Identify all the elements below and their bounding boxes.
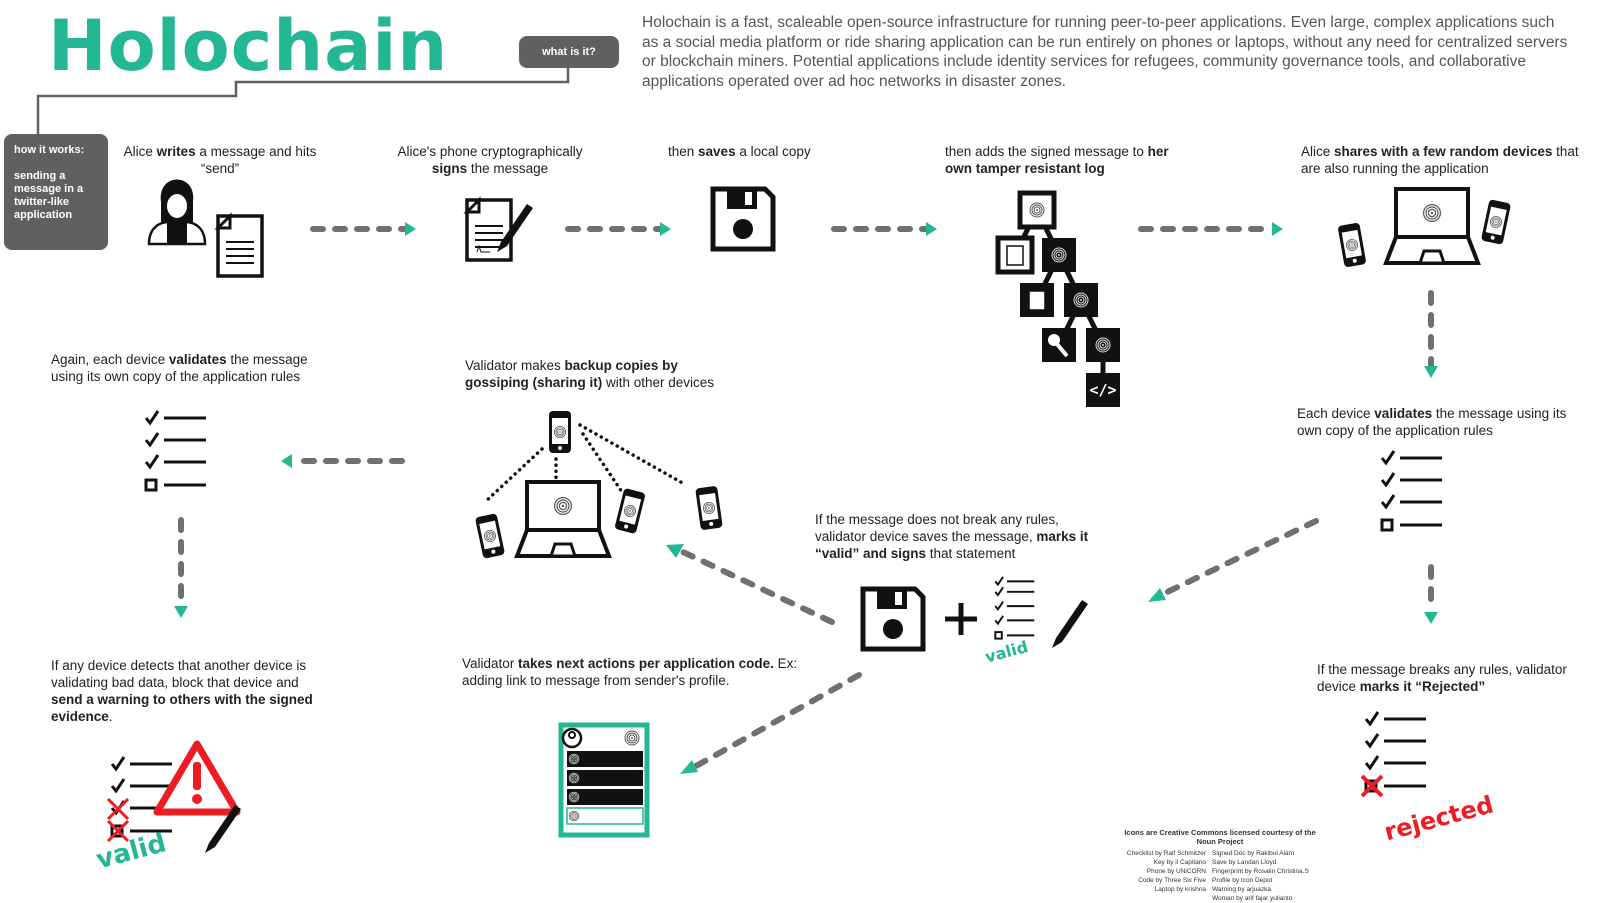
caption-step-log: then adds the signed message to her own … [945,144,1169,176]
caption-step-save: then saves a local copy [668,144,811,159]
hash-chain-log-icon: </> [995,190,1120,407]
save-icon [713,189,773,249]
rejected-checklist-icon [1360,710,1428,798]
save-icon-validator [863,589,923,649]
caption-step-warning: If any device detects that another devic… [51,658,313,724]
credit-item: Key by il Capitano [1153,859,1206,866]
credit-item: Laptop by krishna [1154,886,1206,893]
devices-icon [1338,189,1512,268]
checklist-icon [1380,449,1444,532]
how-it-works-subtitle: sending a message in a twitter-like appl… [14,170,84,221]
credit-item: Save by Landan Lloyd [1212,859,1277,866]
credit-item: Warning by arjuazka [1212,886,1272,893]
caption-step-actions: Validator takes next actions per applica… [462,656,798,688]
valid-stamp-warning: valid [93,828,169,875]
checklist-icon-left [144,409,208,492]
profile-icon [558,722,650,838]
credit-item: Profile by Icon Depot [1212,877,1273,884]
plus-icon [945,603,977,635]
gossip-network-icon [475,411,723,559]
pen-icon [1052,600,1088,648]
credit-item: Fingerprint by Rosalin Christina.S [1212,868,1309,875]
valid-stamp: valid [983,637,1030,667]
signed-document-icon [465,198,533,262]
credit-item: Phone by UNiCORN [1146,868,1206,875]
credit-item: Woman by arif fajar yulianto [1212,895,1293,902]
caption-step-validate: Each device validates the message using … [1297,406,1567,438]
what-is-it-badge: what is it? [519,36,619,68]
how-it-works-label: how it works: [14,144,85,156]
svg-text:</>: </> [1089,381,1116,399]
page-title: Holochain [48,5,449,87]
document-icon [216,214,264,278]
rejected-stamp: rejected [1381,790,1496,846]
caption-step-share: Alice shares with a few random devices t… [1301,144,1579,176]
warning-checklist-icon [106,755,174,843]
credit-item: Signed Doc by Rakibul Alam [1212,850,1295,857]
caption-step-rejected: If the message breaks any rules, validat… [1317,662,1567,694]
caption-step-gossip: Validator makes backup copies by gossipi… [465,358,715,390]
signed-checklist-icon [994,576,1036,640]
flow-arrows [178,226,1434,769]
icon-credits: Icons are Creative Commons licensed cour… [1120,828,1320,903]
intro-text: Holochain is a fast, scaleable open-sour… [642,14,1568,90]
caption-step-revalidate: Again, each device validates the message… [51,352,308,384]
woman-icon [147,179,207,246]
credits-heading: Icons are Creative Commons licensed cour… [1124,828,1316,846]
caption-step-write: Alice writes a message and hits “send” [123,144,317,176]
credit-item: Code by Three Six Five [1138,877,1206,884]
caption-step-valid: If the message does not break any rules,… [815,512,1089,561]
caption-step-sign: Alice's phone cryptographically signs th… [397,144,583,176]
warning-icon [153,740,241,816]
how-it-works-box: how it works: sending a message in a twi… [4,134,108,250]
arrow-heads [174,222,1438,774]
credit-item: Checklist by Ralf Schmitzer [1126,850,1206,857]
